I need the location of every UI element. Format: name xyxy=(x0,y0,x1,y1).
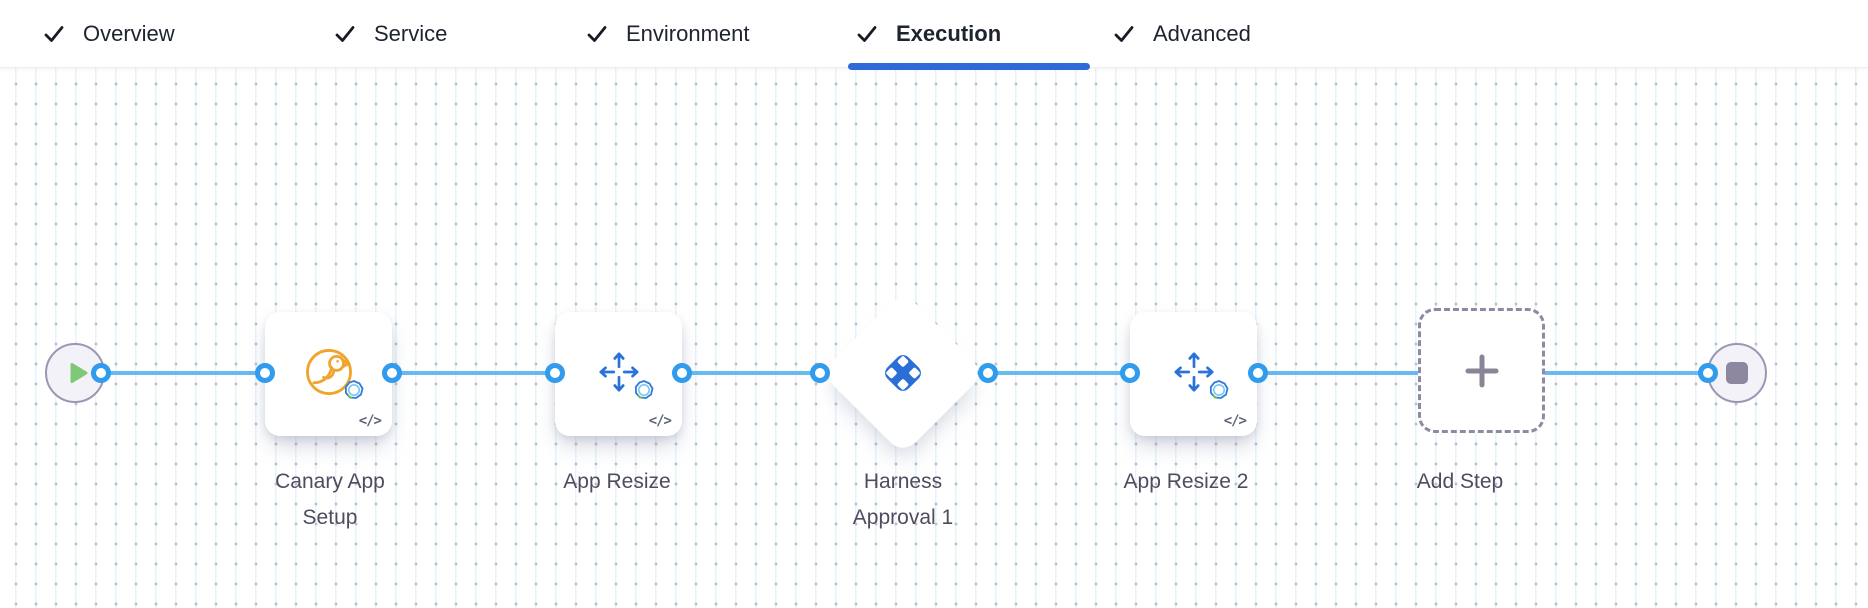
step-label-app-resize-2: App Resize 2 xyxy=(1123,470,1249,493)
connector-port[interactable] xyxy=(810,363,830,383)
tab-label: Advanced xyxy=(1153,21,1251,46)
check-icon xyxy=(585,22,609,46)
code-badge: </> xyxy=(648,413,672,429)
pipeline-end-node[interactable] xyxy=(1707,343,1767,403)
step-label-canary-app-setup: Canary App Setup xyxy=(275,470,385,529)
add-step-label: Add Step xyxy=(1416,470,1504,493)
connector-port[interactable] xyxy=(382,363,402,383)
check-icon xyxy=(855,22,879,46)
resize-arrows-icon xyxy=(1169,347,1219,402)
code-badge: </> xyxy=(358,413,382,429)
approval-node-harness-approval-1[interactable] xyxy=(820,290,986,456)
gear-icon xyxy=(633,379,655,406)
tab-overview[interactable]: Overview xyxy=(42,0,175,68)
connector-port[interactable] xyxy=(1698,363,1718,383)
pipeline-canvas[interactable]: </> xyxy=(0,68,1868,608)
canary-icon xyxy=(301,344,357,405)
gear-icon xyxy=(343,379,365,406)
connector-port[interactable] xyxy=(1248,363,1268,383)
connector-port[interactable] xyxy=(545,363,565,383)
connector-port[interactable] xyxy=(91,363,111,383)
tab-execution[interactable]: Execution xyxy=(855,0,1001,68)
gear-icon xyxy=(1208,379,1230,406)
tab-label: Execution xyxy=(896,21,1002,46)
plus-icon xyxy=(1459,348,1505,394)
stop-icon xyxy=(1726,362,1748,384)
check-icon xyxy=(1112,22,1136,46)
resize-arrows-icon xyxy=(594,347,644,402)
tab-label: Service xyxy=(374,21,448,46)
check-icon xyxy=(333,22,357,46)
tab-label: Environment xyxy=(626,21,750,46)
step-card-app-resize-2[interactable]: </> xyxy=(1130,312,1257,436)
step-label-harness-approval-1: Harness Approval 1 xyxy=(852,470,954,529)
code-badge: </> xyxy=(1223,413,1247,429)
tab-label: Overview xyxy=(83,21,175,46)
check-icon xyxy=(42,22,66,46)
tab-environment[interactable]: Environment xyxy=(585,0,750,68)
connector-port[interactable] xyxy=(1120,363,1140,383)
add-step-button[interactable] xyxy=(1418,308,1545,433)
tab-advanced[interactable]: Advanced xyxy=(1112,0,1251,68)
play-icon xyxy=(65,360,91,386)
step-card-app-resize[interactable]: </> xyxy=(555,312,682,436)
connector-port[interactable] xyxy=(255,363,275,383)
connector-port[interactable] xyxy=(672,363,692,383)
pipeline-start-node[interactable] xyxy=(45,343,105,403)
active-tab-underline xyxy=(848,63,1090,70)
step-card-canary-app-setup[interactable]: </> xyxy=(265,312,392,436)
tab-service[interactable]: Service xyxy=(333,0,447,68)
connector-port[interactable] xyxy=(978,363,998,383)
stage-tabbar: Overview Service Environment Execution A… xyxy=(0,0,1868,68)
step-label-app-resize: App Resize xyxy=(563,470,671,493)
